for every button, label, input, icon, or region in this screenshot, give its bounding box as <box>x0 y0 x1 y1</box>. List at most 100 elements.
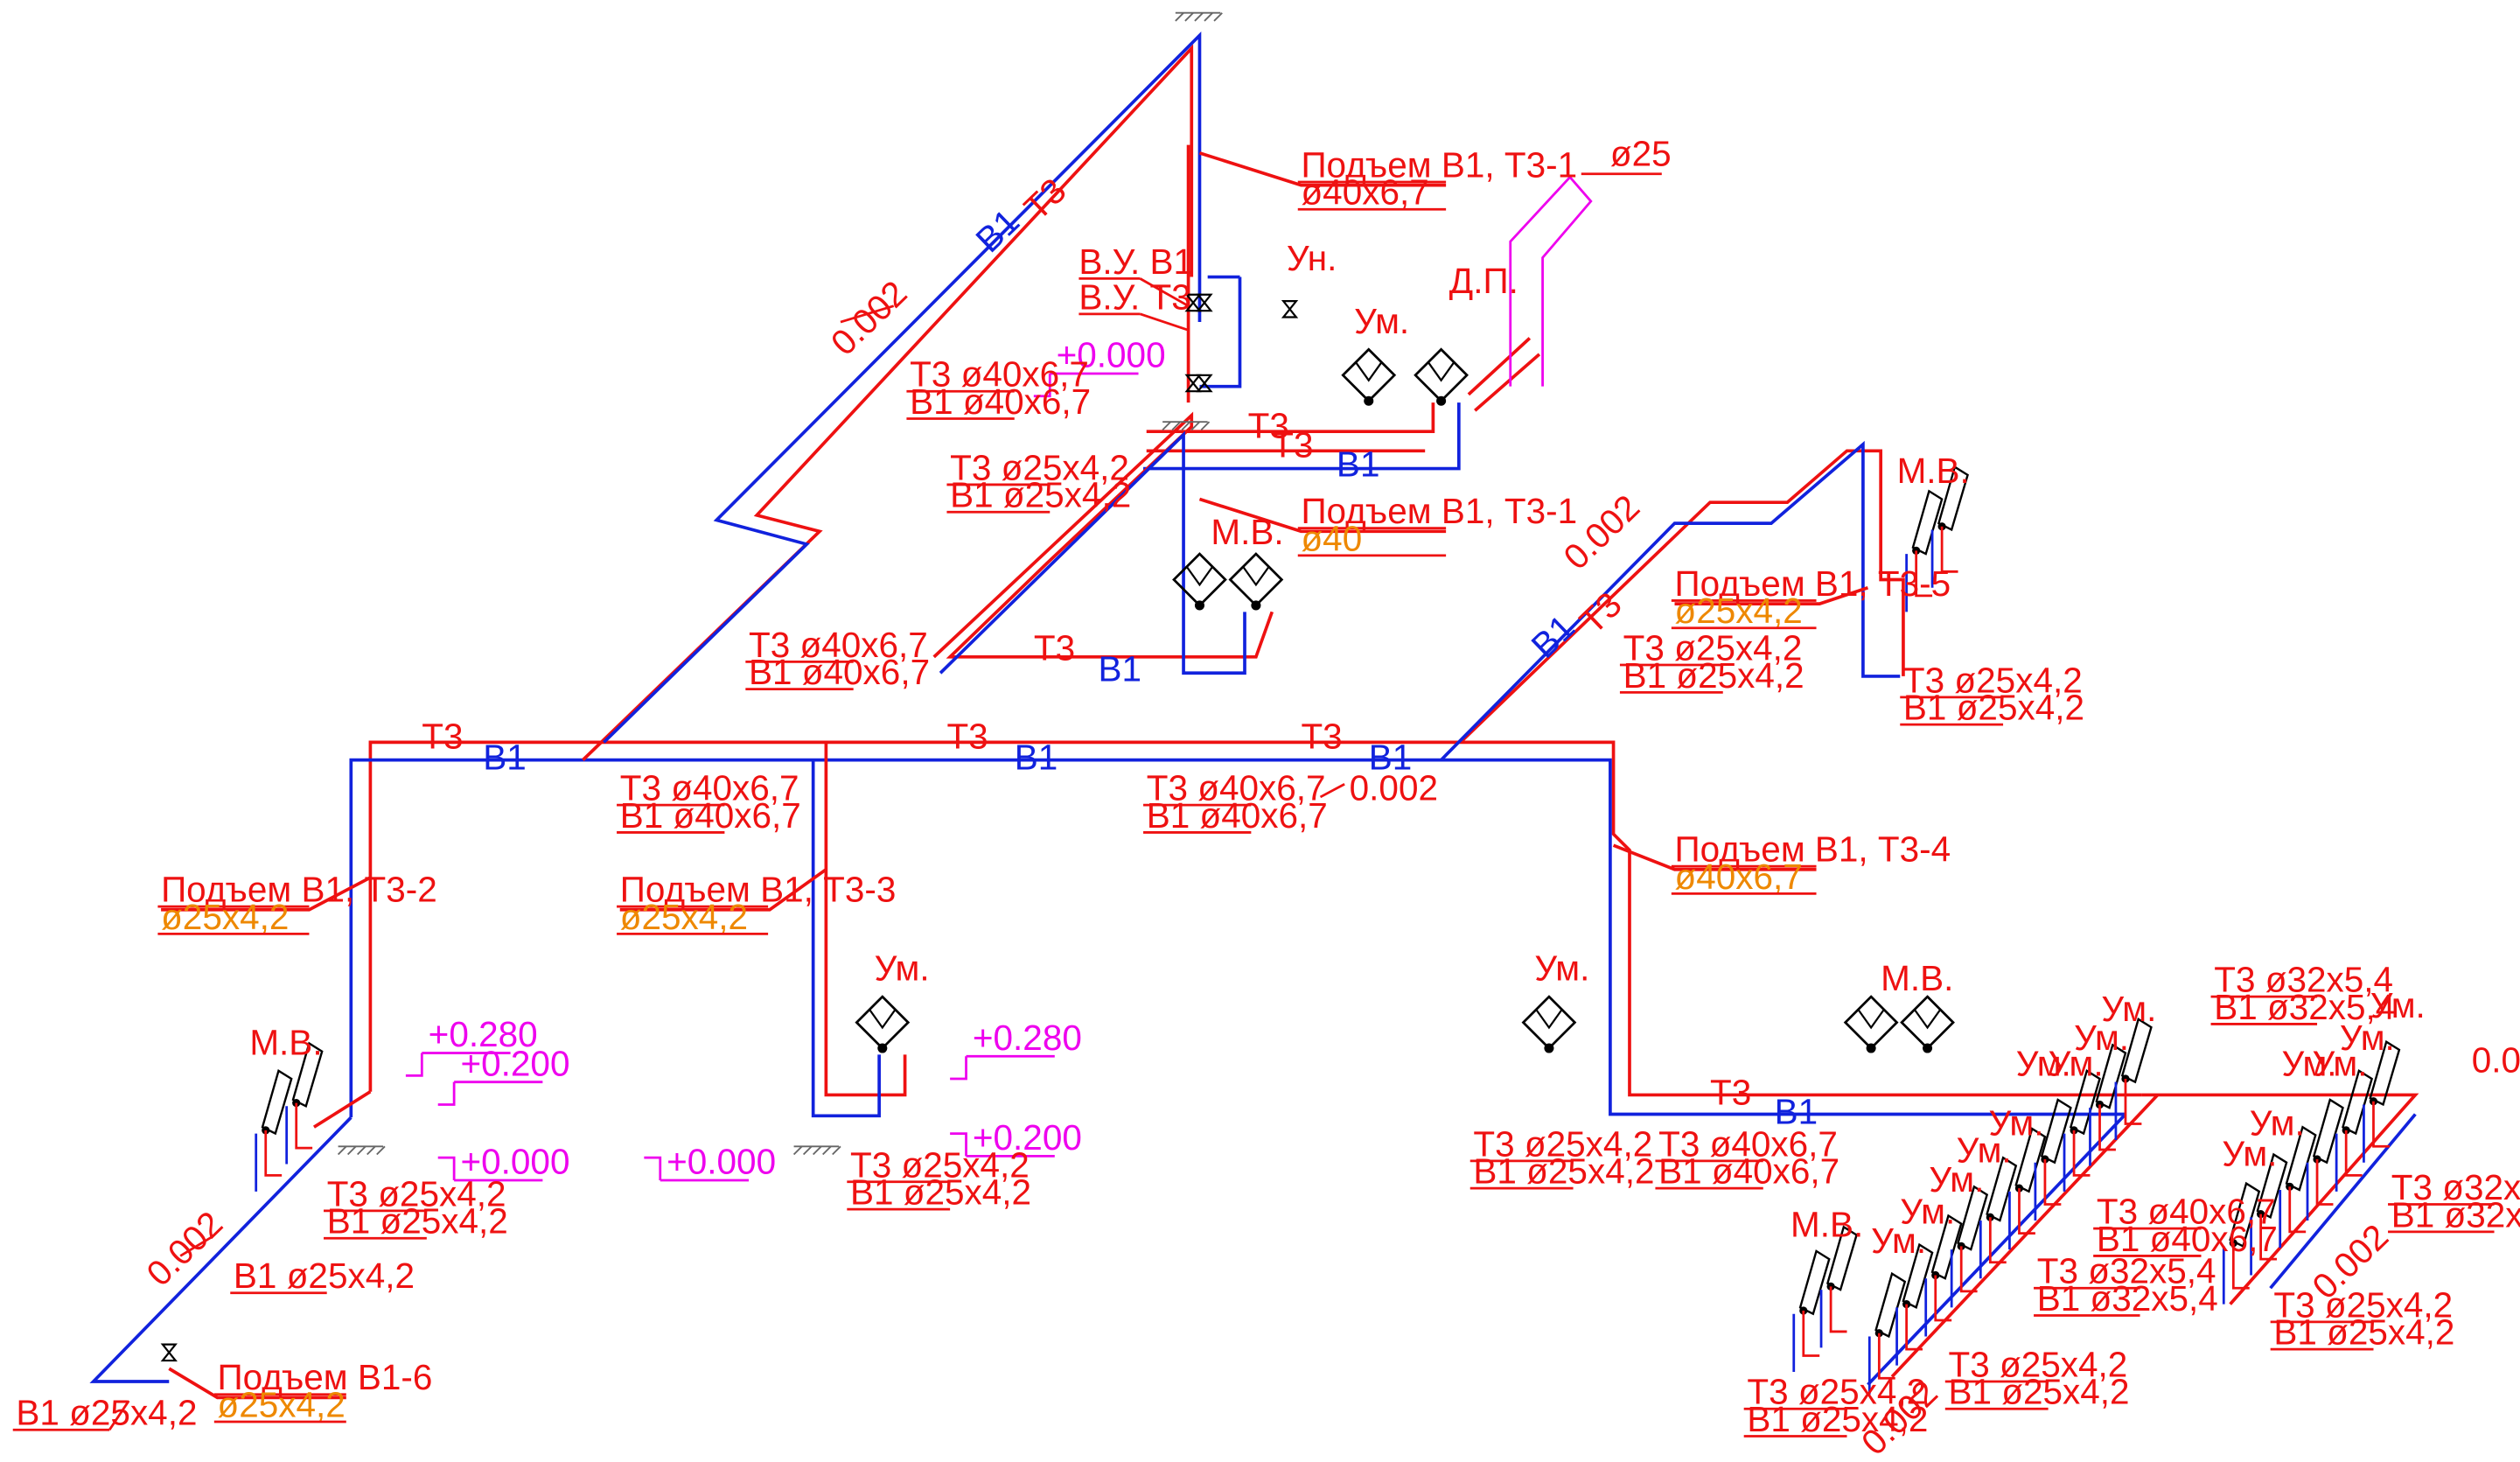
fixture-label: Ум. <box>2101 989 2156 1029</box>
callout-lower: ø40x6,7 <box>1675 857 1803 897</box>
fixture-label: Ум. <box>1871 1221 1926 1261</box>
callout-upper: Т3 ø25x4,2 <box>950 447 1129 487</box>
slope-label: 0.002 <box>2472 1040 2520 1081</box>
b1-diag-bottom-right <box>1867 1113 2127 1386</box>
callout-lower: ø25x4,2 <box>218 1384 346 1424</box>
wash-basin-icon <box>1172 552 1227 611</box>
callout-lower: В1 ø25x4,2 <box>1903 688 2084 728</box>
callout-lower: В1 ø40x6,7 <box>1658 1151 1839 1192</box>
pipe-tag-t3: Т3 <box>1034 628 1075 668</box>
callout-upper: Подъем В1, Т3-2 <box>161 870 437 910</box>
b1-diag-upper <box>603 31 1202 744</box>
wash-basin-icon <box>1521 995 1577 1053</box>
slope-arrow <box>1319 783 1345 799</box>
ground-hatch-icon <box>1162 421 1211 431</box>
wash-basin-icon <box>1341 347 1397 406</box>
callout-single: В1 ø25x4,2 <box>16 1393 197 1433</box>
elevation-mark-icon <box>437 1081 543 1106</box>
callout-lower: В1 ø25x4,2 <box>850 1172 1031 1213</box>
callout-upper: Подъем В1, Т3-5 <box>1675 563 1951 604</box>
fixture-side-icon <box>2114 1018 2153 1140</box>
valve-icon <box>1196 374 1213 393</box>
callout-single: В1 ø25x4,2 <box>234 1256 415 1296</box>
fixture-label: Ум. <box>2016 1043 2071 1083</box>
fixture-label: М.В. <box>1791 1204 1863 1244</box>
callout-upper: Подъем В1, Т3-4 <box>1675 829 1951 870</box>
fixture-side-icon <box>1905 489 1944 612</box>
b1-main-header <box>349 758 2126 1118</box>
fixture-side-icon <box>1930 465 1969 588</box>
fixture-label: Ум. <box>2074 1018 2129 1058</box>
callout-lower: В1 ø25x4,2 <box>327 1201 508 1242</box>
fixture-label: Ум. <box>2049 1043 2104 1083</box>
callout-upper: Т3 ø25x4,2 <box>2273 1284 2453 1325</box>
t3-branch-left <box>312 1090 372 1129</box>
pipe-tag-b1: В1 <box>1775 1092 1818 1132</box>
valve-icon <box>1196 293 1213 312</box>
leader-line <box>1139 277 1190 307</box>
callout-lower: В1 ø32x5,4 <box>2037 1278 2218 1319</box>
leader-riser-6 <box>168 1367 346 1400</box>
fixture-label: Ум. <box>2340 1018 2395 1058</box>
leader-riser-3 <box>619 868 827 912</box>
fixture-label: Ум. <box>1957 1130 2012 1171</box>
fixture-side-icon <box>1895 1242 1934 1366</box>
fixture-label: Ум. <box>2370 985 2426 1025</box>
elevation-label: +0.280 <box>973 1018 1082 1058</box>
fixture-side-icon <box>1950 1185 1989 1308</box>
callout-upper: Т3 ø40x6,7 <box>910 354 1089 395</box>
fixture-side-icon <box>2034 1098 2072 1221</box>
elevation-label: +0.000 <box>460 1142 569 1182</box>
slope-arrow <box>840 304 895 324</box>
callout-upper: Подъем В1, Т3-1 <box>1301 491 1577 531</box>
callout-lower: В1 ø40x6,7 <box>620 795 801 836</box>
hot-water-return-riser <box>1509 175 1593 387</box>
callout-lower: ø25x4,2 <box>1675 591 1803 631</box>
fixture-side-icon <box>1924 1214 1963 1337</box>
elevation-label: +0.280 <box>429 1014 538 1054</box>
fixture-label: Ум. <box>875 948 930 989</box>
fixture-label: Ум. <box>2222 1133 2277 1173</box>
pipe-tag-b1: В1 <box>483 738 527 778</box>
callout-upper: Т3 ø40x6,7 <box>1147 768 1326 808</box>
fixture-side-icon <box>2250 1152 2288 1276</box>
elevation-mark-icon <box>437 1156 543 1182</box>
fixture-side-icon <box>1792 1249 1831 1372</box>
elevation-mark-icon <box>1033 372 1139 398</box>
b1-diag-bottom-right-2 <box>2269 1113 2417 1290</box>
fixture-label: Ум. <box>1534 948 1589 989</box>
leader-riser-5 <box>1674 585 1869 605</box>
pipe-tag-t3: Т3 <box>1301 717 1342 757</box>
pipe-tag-b1: В1 <box>1015 738 1058 778</box>
callout-upper: Т3 ø32x5,4 <box>2037 1251 2216 1291</box>
fixture-side-icon <box>285 1041 324 1165</box>
wash-basin-icon <box>1900 995 1955 1053</box>
leader-line <box>1139 312 1190 332</box>
valve-unit-label: В.У. В1 <box>1079 241 1193 282</box>
pipe-tag-b1: В1 <box>1337 444 1380 485</box>
leader-riser-1-bot <box>1198 497 1447 534</box>
b1-riser-1-loop <box>1199 276 1242 388</box>
t3-main-header <box>368 740 2142 1097</box>
pipe-tag-t3: Т3 <box>946 717 988 757</box>
pipe-tag-t3: Т3 <box>1016 171 1074 228</box>
t3-diag-bottom-right <box>2141 1093 2419 1305</box>
valve-icon <box>1184 374 1202 393</box>
ground-hatch-icon <box>792 1145 841 1156</box>
callout-lower: ø40x6,7 <box>1301 172 1428 213</box>
b1-diag-mid <box>939 430 1246 675</box>
callout-upper: Т3 ø25x4,2 <box>1473 1123 1652 1164</box>
valve-icon <box>160 1343 178 1362</box>
slope-label: 0.002 <box>1350 768 1438 808</box>
callout-lower: В1 ø40x6,7 <box>1147 795 1328 836</box>
pipe-tag-t3: Т3 <box>1248 406 1289 446</box>
callout-lower: В1 ø32x5,4 <box>2214 987 2395 1027</box>
fixture-label: Ум. <box>2282 1043 2337 1083</box>
fixture-label: Ун. <box>1287 238 1337 278</box>
fixture-side-icon <box>2008 1127 2047 1250</box>
elevation-label: +0.200 <box>973 1117 1082 1158</box>
pipe-tag-b1: В1 <box>1098 648 1141 689</box>
pipe-tag-b1: В1 <box>1369 738 1413 778</box>
callout-upper: Подъем В1-6 <box>218 1357 433 1397</box>
fixture-label: Ум. <box>1929 1159 1984 1200</box>
